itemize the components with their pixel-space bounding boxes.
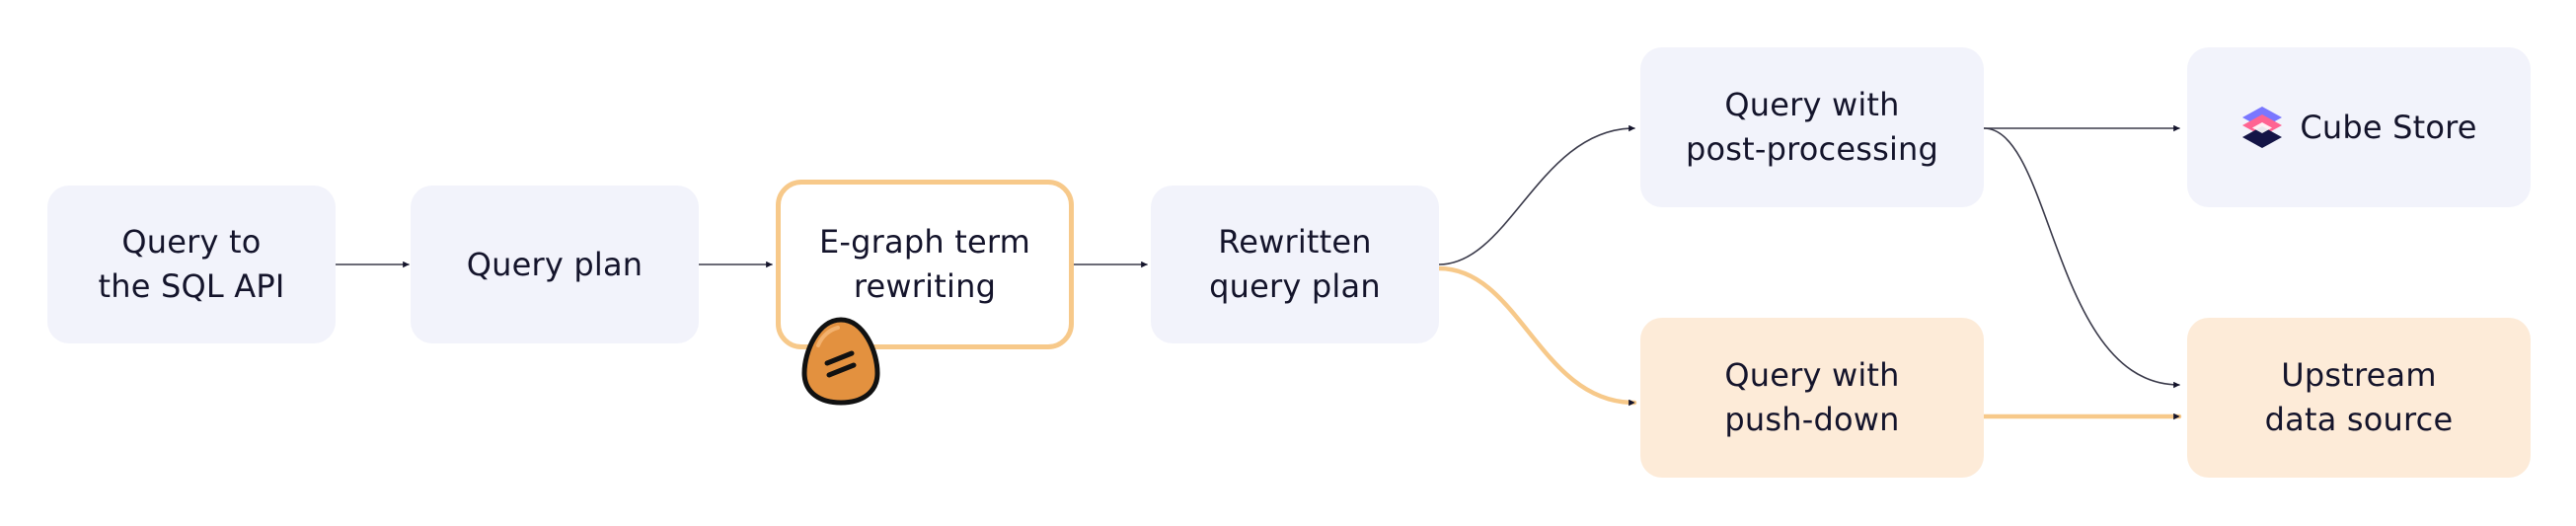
node-label: Query to the SQL API	[98, 223, 285, 305]
node-label: Rewritten query plan	[1209, 223, 1381, 305]
node-label: E-graph term rewriting	[818, 223, 1030, 305]
node-query-plan: Query plan	[411, 186, 699, 343]
cube-logo-icon	[2242, 107, 2283, 148]
edge-rewritten-to-push-down	[1436, 265, 1637, 407]
egg-icon	[801, 317, 880, 406]
node-cube-store: Cube Store	[2187, 47, 2531, 207]
edge-post-processing-to-upstream	[1983, 127, 2180, 389]
node-egraph-term-rewriting: E-graph term rewriting	[776, 180, 1074, 349]
node-label: Query with push-down	[1724, 356, 1900, 438]
node-label: Upstream data source	[2264, 356, 2454, 438]
node-upstream-data-source: Upstream data source	[2187, 318, 2531, 478]
node-query-with-push-down: Query with push-down	[1640, 318, 1984, 478]
node-query-to-sql-api: Query to the SQL API	[47, 186, 336, 343]
edge-rewritten-to-post-processing	[1438, 124, 1635, 265]
node-label: Cube Store	[2300, 108, 2477, 146]
node-label: Query with post-processing	[1685, 86, 1939, 168]
node-query-with-post-processing: Query with post-processing	[1640, 47, 1984, 207]
node-rewritten-query-plan: Rewritten query plan	[1151, 186, 1439, 343]
node-label: Query plan	[466, 245, 644, 283]
